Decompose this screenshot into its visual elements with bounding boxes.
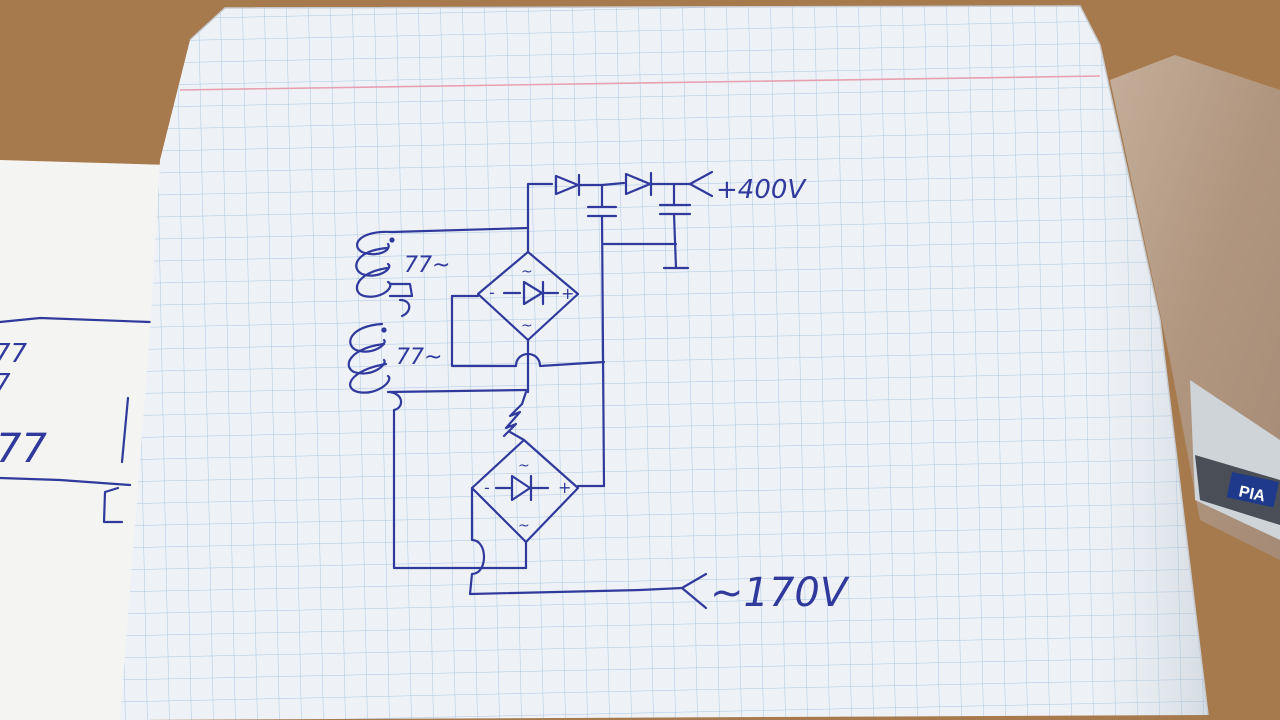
winding-lower-label: 77~ xyxy=(396,345,442,370)
wire-center-tap xyxy=(398,294,606,368)
diode-2 xyxy=(600,171,692,197)
bridge-bottom-ac-top: ~ xyxy=(518,458,530,474)
circuit-schematic: +400V 77~ 77~ xyxy=(347,170,850,616)
resistor-link xyxy=(502,390,528,442)
left-paper-sheet: 77 7 77 xyxy=(0,160,170,720)
left-fragment-1: 77 xyxy=(0,339,28,369)
left-fragment-3: 77 xyxy=(0,426,47,472)
wire-top-feed xyxy=(390,182,554,254)
bridge-top-ac-top: ~ xyxy=(521,264,533,280)
output-terminal-plus: +400V xyxy=(688,170,807,205)
bridge-top-minus: - xyxy=(489,283,495,302)
paper-margin-line xyxy=(179,75,1101,91)
bridge-top-plus: + xyxy=(561,284,574,303)
bridge-bottom-plus: + xyxy=(558,478,571,497)
capacitor-1 xyxy=(576,183,618,488)
capacitor-2 xyxy=(602,182,692,270)
winding-upper-label: 77~ xyxy=(404,253,450,278)
marker-pen: PIA xyxy=(1190,380,1280,540)
graph-paper xyxy=(120,6,1208,720)
graph-paper-edge xyxy=(189,5,1209,716)
marker-brand-label: PIA xyxy=(1237,483,1267,505)
label-ac-170v: ~170V xyxy=(710,570,850,616)
transformer-winding-upper: 77~ xyxy=(355,230,450,298)
left-fragment-2: 7 xyxy=(0,369,11,399)
label-plus-400v: +400V xyxy=(716,175,807,205)
bridge-rectifier-bottom: ~ ~ - + xyxy=(468,438,642,596)
input-terminal-ac: ~170V xyxy=(638,570,850,616)
bridge-top-ac-bottom: ~ xyxy=(521,318,533,334)
bridge-bottom-minus: - xyxy=(484,478,490,497)
transformer-winding-lower: 77~ xyxy=(347,322,528,570)
diode-1 xyxy=(554,173,604,197)
bridge-bottom-ac-bottom: ~ xyxy=(518,518,530,534)
bridge-rectifier-top: ~ ~ - + xyxy=(476,250,580,394)
